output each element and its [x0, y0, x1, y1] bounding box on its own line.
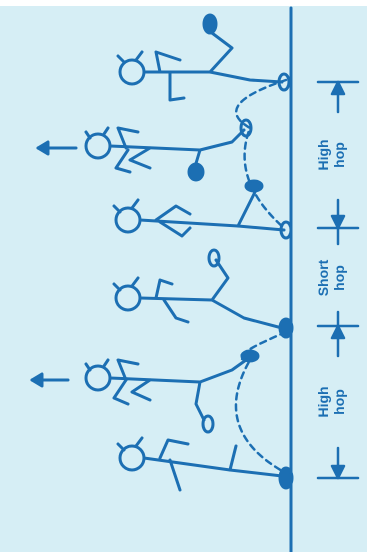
label-high-hop-1-line1: High: [315, 139, 331, 170]
stick-figure-6: [116, 436, 294, 492]
label-high-hop-1-line2: hop: [331, 142, 347, 168]
label-high-hop-2-line1: High: [315, 386, 331, 417]
label-short-hop-line1: Short: [315, 259, 331, 296]
label-high-hop-2-line2: hop: [331, 389, 347, 415]
trajectory-high-hop-top: [235, 78, 288, 230]
label-short-hop: Short hop: [315, 259, 347, 296]
label-high-hop-1: High hop: [315, 139, 347, 170]
dimension-bracket-high-hop-2: [316, 324, 360, 480]
stick-figure-2: [84, 118, 253, 182]
frame-top-border: [0, 0, 367, 6]
label-high-hop-2: High hop: [315, 386, 347, 417]
up-arrow-2: [30, 372, 70, 388]
stick-figure-5: [84, 349, 260, 434]
stick-figure-4: [112, 248, 294, 339]
stick-figure-3: [112, 179, 293, 240]
frame-bottom-border: [0, 552, 367, 558]
hop-trajectories: [234, 78, 288, 474]
label-short-hop-line2: hop: [331, 265, 347, 291]
up-arrow-1: [36, 140, 78, 156]
trajectory-high-hop-bottom: [234, 330, 288, 474]
